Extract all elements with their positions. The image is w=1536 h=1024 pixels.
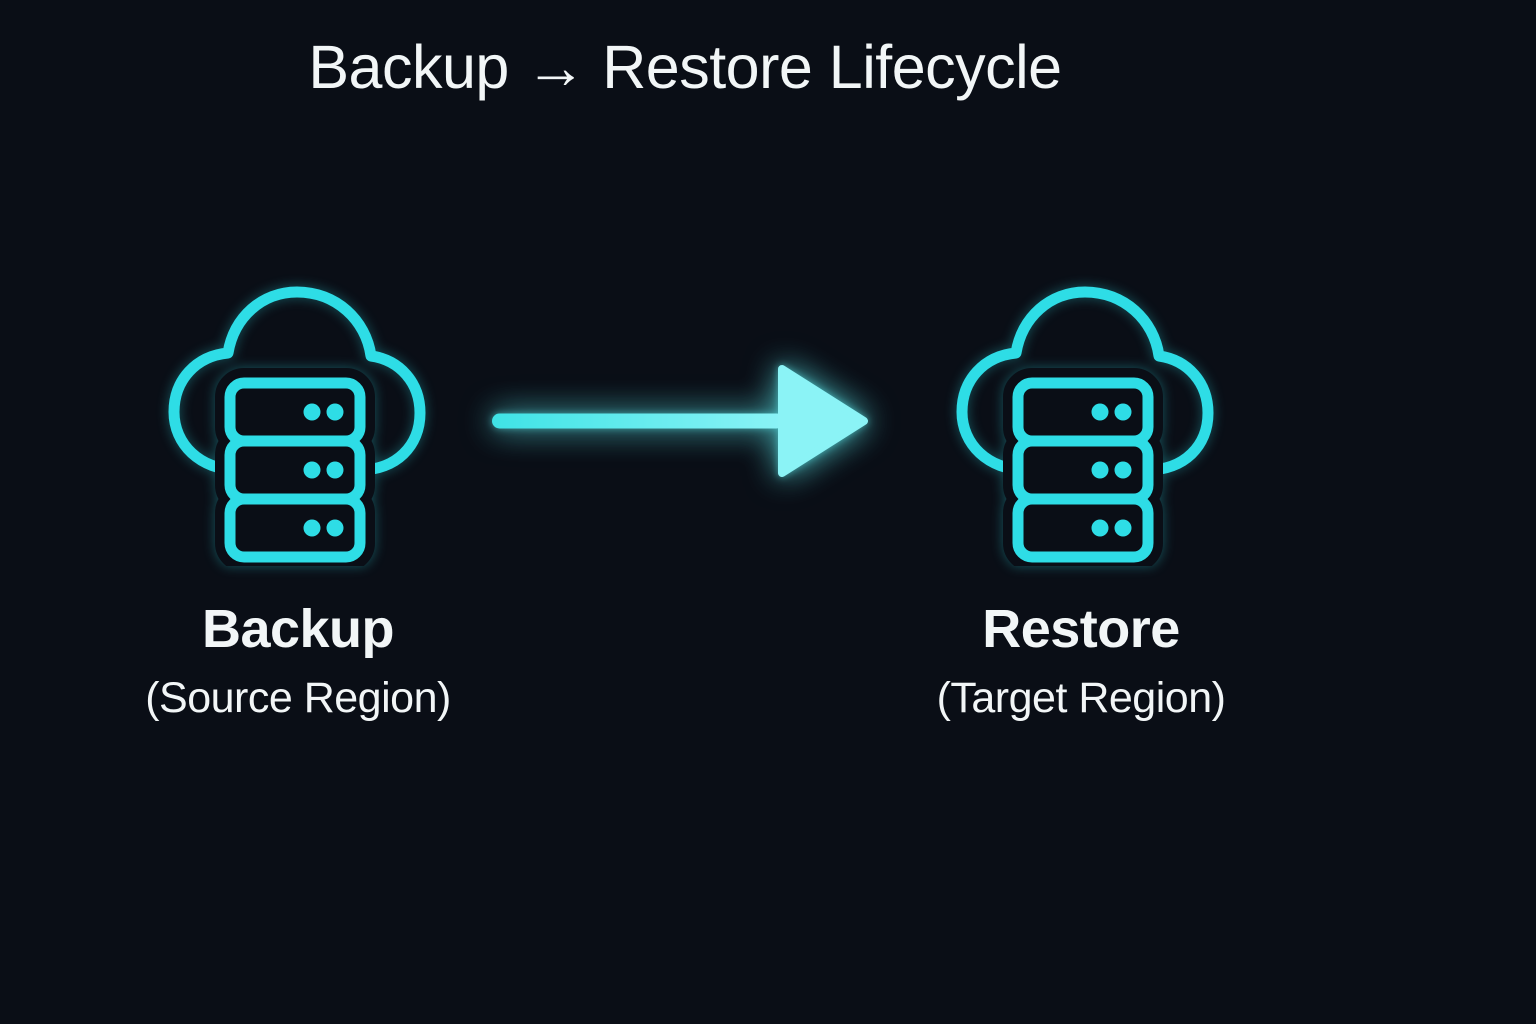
server-stack (215, 368, 375, 566)
node-label-backup: Backup (201, 599, 395, 659)
node-label-restore: Restore (982, 599, 1180, 659)
cloud-server-icon (168, 286, 426, 566)
diagram-title: Backup → Restore Lifecycle (308, 33, 1062, 101)
cloud-outline (168, 286, 426, 476)
cloud-server-icon (956, 286, 1214, 566)
node-sublabel-source-region: (Source Region) (145, 674, 451, 722)
cloud-outline (956, 286, 1214, 476)
node-sublabel-target-region: (Target Region) (936, 674, 1226, 722)
server-stack (1003, 368, 1163, 566)
flow-arrow-icon (492, 365, 868, 477)
